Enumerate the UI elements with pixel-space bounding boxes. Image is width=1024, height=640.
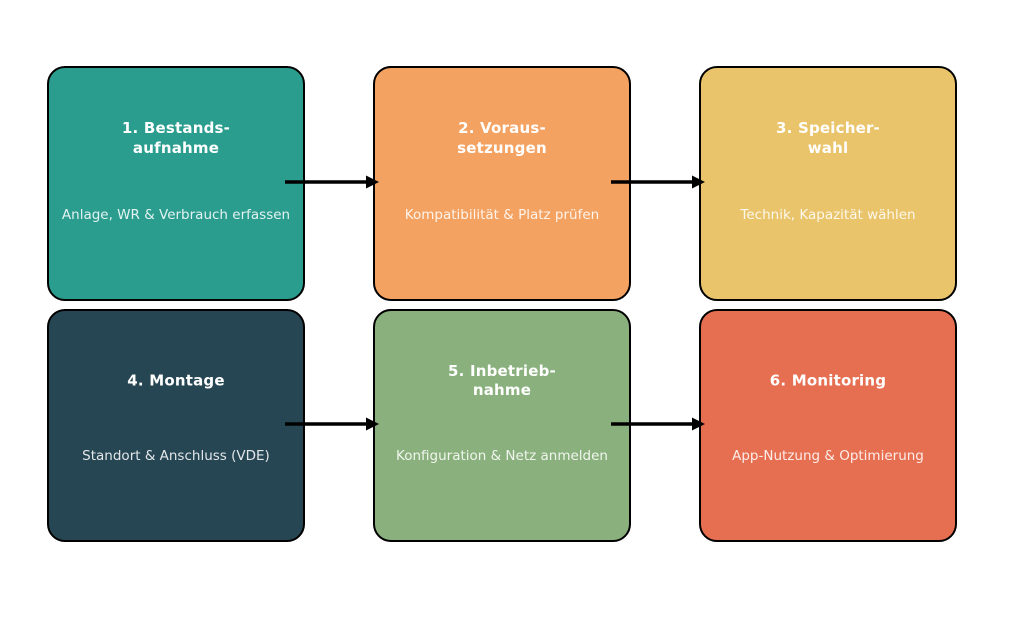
step-1-title: 1. Bestands- aufnahme — [121, 119, 231, 157]
step-2-subtitle: Kompatibilität & Platz prüfen — [404, 206, 600, 223]
step-6-subtitle: App-Nutzung & Optimierung — [732, 448, 924, 465]
step-5-subtitle: Konfiguration & Netz anmelden — [396, 448, 608, 465]
step-5-title: 5. Inbetrieb- nahme — [448, 361, 556, 399]
step-3-title: 3. Speicher- wahl — [776, 119, 880, 157]
step-6-box: 6. Monitoring App-Nutzung & Optimierung — [699, 309, 957, 542]
step-2-title: 2. Voraus- setzungen — [457, 119, 547, 157]
step-4-subtitle: Standort & Anschluss (VDE) — [82, 448, 270, 465]
step-3-subtitle: Technik, Kapazität wählen — [740, 206, 916, 223]
step-2-box: 2. Voraus- setzungen Kompatibilität & Pl… — [373, 66, 631, 301]
step-3-box: 3. Speicher- wahl Technik, Kapazität wäh… — [699, 66, 957, 301]
step-5-box: 5. Inbetrieb- nahme Konfiguration & Netz… — [373, 309, 631, 542]
step-4-box: 4. Montage Standort & Anschluss (VDE) — [47, 309, 305, 542]
step-6-title: 6. Monitoring — [769, 371, 887, 390]
step-1-subtitle: Anlage, WR & Verbrauch erfassen — [61, 206, 291, 223]
step-4-title: 4. Montage — [127, 371, 225, 390]
step-1-box: 1. Bestands- aufnahme Anlage, WR & Verbr… — [47, 66, 305, 301]
